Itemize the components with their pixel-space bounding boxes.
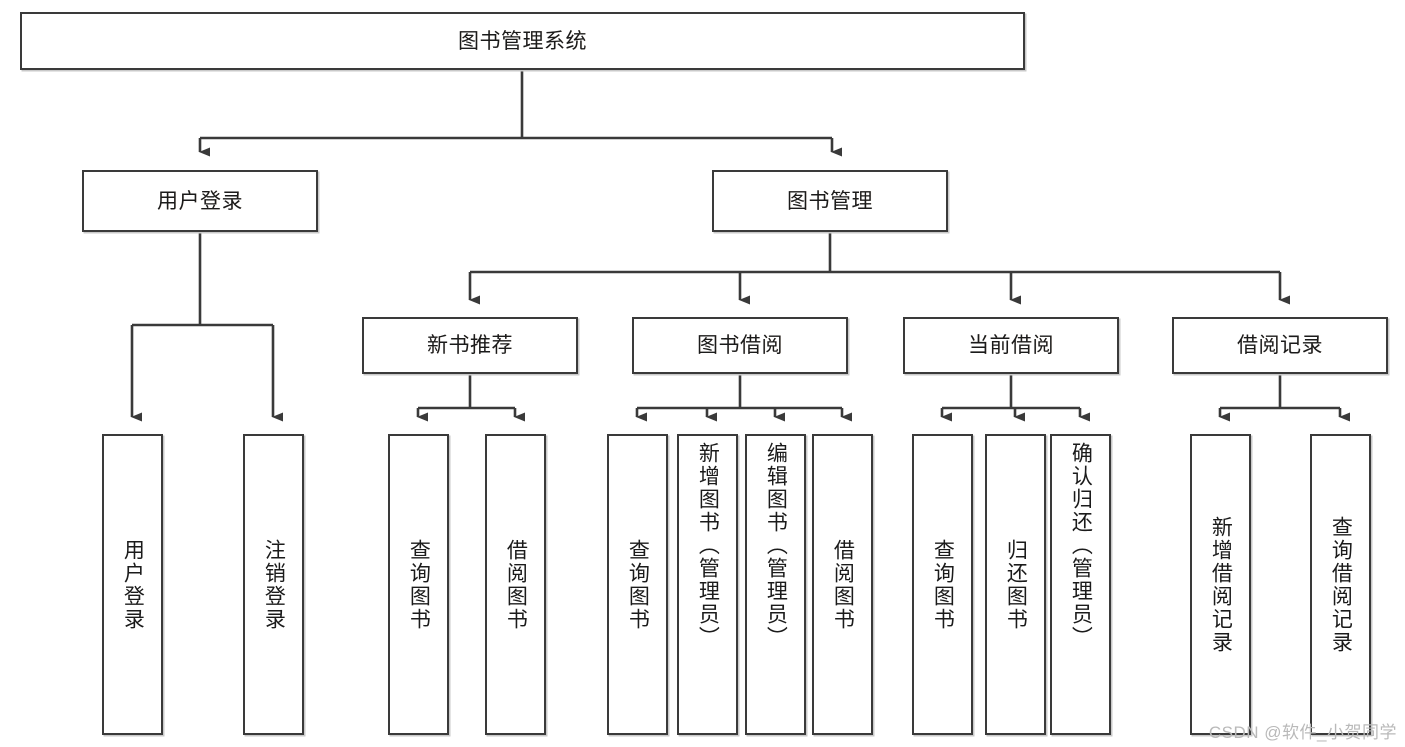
leaf-return-book[interactable]: 归还图书 [985, 434, 1046, 735]
node-current-borrow-label: 当前借阅 [968, 334, 1054, 357]
node-book-borrow[interactable]: 图书借阅 [632, 317, 848, 374]
node-borrow-record-label: 借阅记录 [1237, 334, 1323, 357]
leaf-return-book-label: 归还图书 [1004, 538, 1028, 631]
node-root-label: 图书管理系统 [458, 29, 587, 53]
leaf-lend-book-label: 借阅图书 [831, 538, 855, 631]
leaf-borrow-book-recommend-label: 借阅图书 [504, 538, 528, 631]
leaf-query-book-current[interactable]: 查询图书 [912, 434, 973, 735]
leaf-query-book-current-label: 查询图书 [931, 538, 955, 631]
node-current-borrow[interactable]: 当前借阅 [903, 317, 1119, 374]
leaf-borrow-book-recommend[interactable]: 借阅图书 [485, 434, 546, 735]
leaf-query-book-borrow[interactable]: 查询图书 [607, 434, 668, 735]
node-new-book-recommend[interactable]: 新书推荐 [362, 317, 578, 374]
leaf-query-borrow-record-label: 查询借阅记录 [1329, 515, 1353, 654]
node-book-management[interactable]: 图书管理 [712, 170, 948, 232]
leaf-query-borrow-record[interactable]: 查询借阅记录 [1310, 434, 1371, 735]
leaf-add-book-admin[interactable]: 新增图书（管理员） [677, 434, 738, 735]
leaf-query-book-borrow-label: 查询图书 [626, 538, 650, 631]
node-borrow-record[interactable]: 借阅记录 [1172, 317, 1388, 374]
node-user-login[interactable]: 用户登录 [82, 170, 318, 232]
leaf-logout[interactable]: 注销登录 [243, 434, 304, 735]
leaf-edit-book-admin[interactable]: 编辑图书（管理员） [745, 434, 806, 735]
leaf-confirm-return-admin-label: 确认归还（管理员） [1069, 442, 1093, 649]
leaf-edit-book-admin-label: 编辑图书（管理员） [764, 442, 788, 649]
leaf-add-borrow-record-label: 新增借阅记录 [1209, 515, 1233, 654]
leaf-lend-book[interactable]: 借阅图书 [812, 434, 873, 735]
node-user-login-label: 用户登录 [157, 189, 243, 213]
leaf-confirm-return-admin[interactable]: 确认归还（管理员） [1050, 434, 1111, 735]
leaf-user-login-label: 用户登录 [121, 538, 145, 631]
node-new-book-recommend-label: 新书推荐 [427, 334, 513, 357]
leaf-user-login[interactable]: 用户登录 [102, 434, 163, 735]
leaf-add-book-admin-label: 新增图书（管理员） [696, 442, 720, 649]
node-book-management-label: 图书管理 [787, 189, 873, 213]
leaf-logout-label: 注销登录 [262, 538, 286, 631]
node-book-borrow-label: 图书借阅 [697, 334, 783, 357]
leaf-query-book-recommend[interactable]: 查询图书 [388, 434, 449, 735]
leaf-add-borrow-record[interactable]: 新增借阅记录 [1190, 434, 1251, 735]
leaf-query-book-recommend-label: 查询图书 [407, 538, 431, 631]
node-root[interactable]: 图书管理系统 [20, 12, 1025, 70]
